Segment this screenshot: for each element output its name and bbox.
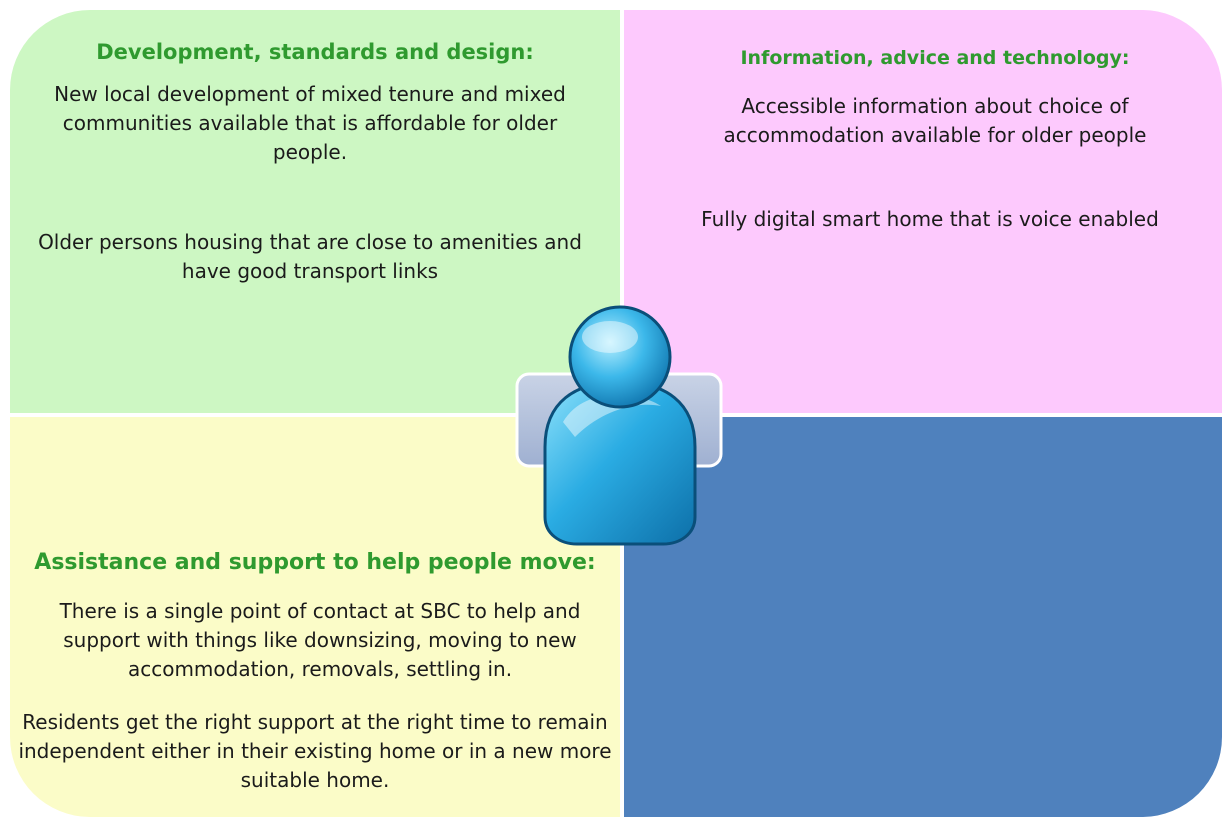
development-paragraph-2: Older persons housing that are close to … — [38, 230, 582, 283]
development-quadrant — [10, 10, 622, 415]
information-paragraph-1: Accessible information about choice of a… — [723, 94, 1147, 147]
assistance-paragraph-2: Residents get the right support at the r… — [18, 710, 612, 792]
empty-quadrant — [622, 415, 1222, 817]
information-paragraph-2: Fully digital smart home that is voice e… — [701, 207, 1159, 231]
assistance-quadrant — [10, 415, 622, 817]
assistance-heading: Assistance and support to help people mo… — [34, 550, 596, 575]
development-heading: Development, standards and design: — [96, 40, 534, 64]
development-paragraph-1: New local development of mixed tenure an… — [54, 82, 566, 164]
information-heading: Information, advice and technology: — [740, 47, 1130, 69]
person-icon — [515, 305, 723, 546]
information-quadrant — [622, 10, 1222, 415]
assistance-paragraph-1: There is a single point of contact at SB… — [59, 599, 581, 681]
